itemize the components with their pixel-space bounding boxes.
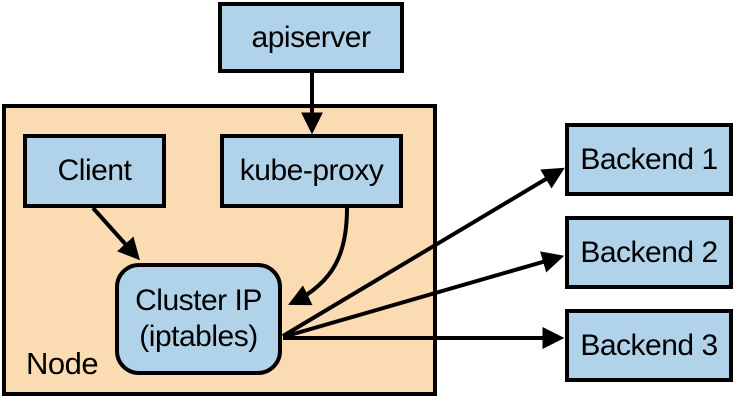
backend-2-label: Backend 2	[580, 235, 718, 269]
apiserver-box: apiserver	[218, 2, 404, 73]
kube-proxy-box: kube-proxy	[220, 134, 403, 208]
backend-1-box: Backend 1	[565, 123, 733, 196]
backend-2-box: Backend 2	[565, 216, 733, 289]
backend-3-label: Backend 3	[580, 328, 718, 362]
apiserver-label: apiserver	[251, 20, 371, 54]
backend-3-box: Backend 3	[565, 309, 733, 382]
cluster-ip-label: Cluster IP (iptables)	[135, 283, 262, 355]
backend-1-label: Backend 1	[580, 142, 718, 176]
client-label: Client	[57, 154, 132, 187]
node-label: Node	[26, 345, 99, 381]
cluster-ip-label-line1: Cluster IP	[135, 284, 262, 317]
kube-proxy-label: kube-proxy	[239, 154, 384, 187]
cluster-ip-label-line2: (iptables)	[139, 320, 258, 353]
cluster-ip-box: Cluster IP (iptables)	[115, 263, 282, 375]
client-box: Client	[23, 134, 166, 208]
